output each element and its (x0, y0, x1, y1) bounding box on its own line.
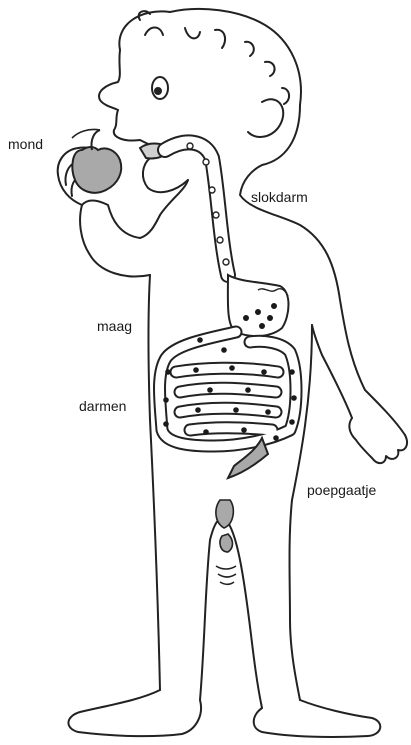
poop-1 (216, 500, 233, 528)
apple (72, 129, 121, 192)
label-intestines: darmen (79, 398, 126, 414)
label-anus: poepgaatje (307, 482, 376, 498)
left-arm (80, 200, 160, 276)
eye (152, 77, 168, 99)
left-foot (68, 690, 201, 736)
chin (143, 158, 188, 192)
label-mouth: mond (8, 136, 43, 152)
ear (248, 99, 283, 137)
motion-lines (216, 566, 236, 584)
front-neck (160, 180, 188, 215)
head-outline (99, 50, 168, 150)
label-esophagus: slokdarm (251, 189, 308, 205)
label-stomach: maag (97, 318, 132, 334)
poop-2 (220, 534, 233, 552)
right-foot (254, 700, 381, 737)
hair (119, 9, 301, 105)
left-torso (149, 275, 161, 690)
